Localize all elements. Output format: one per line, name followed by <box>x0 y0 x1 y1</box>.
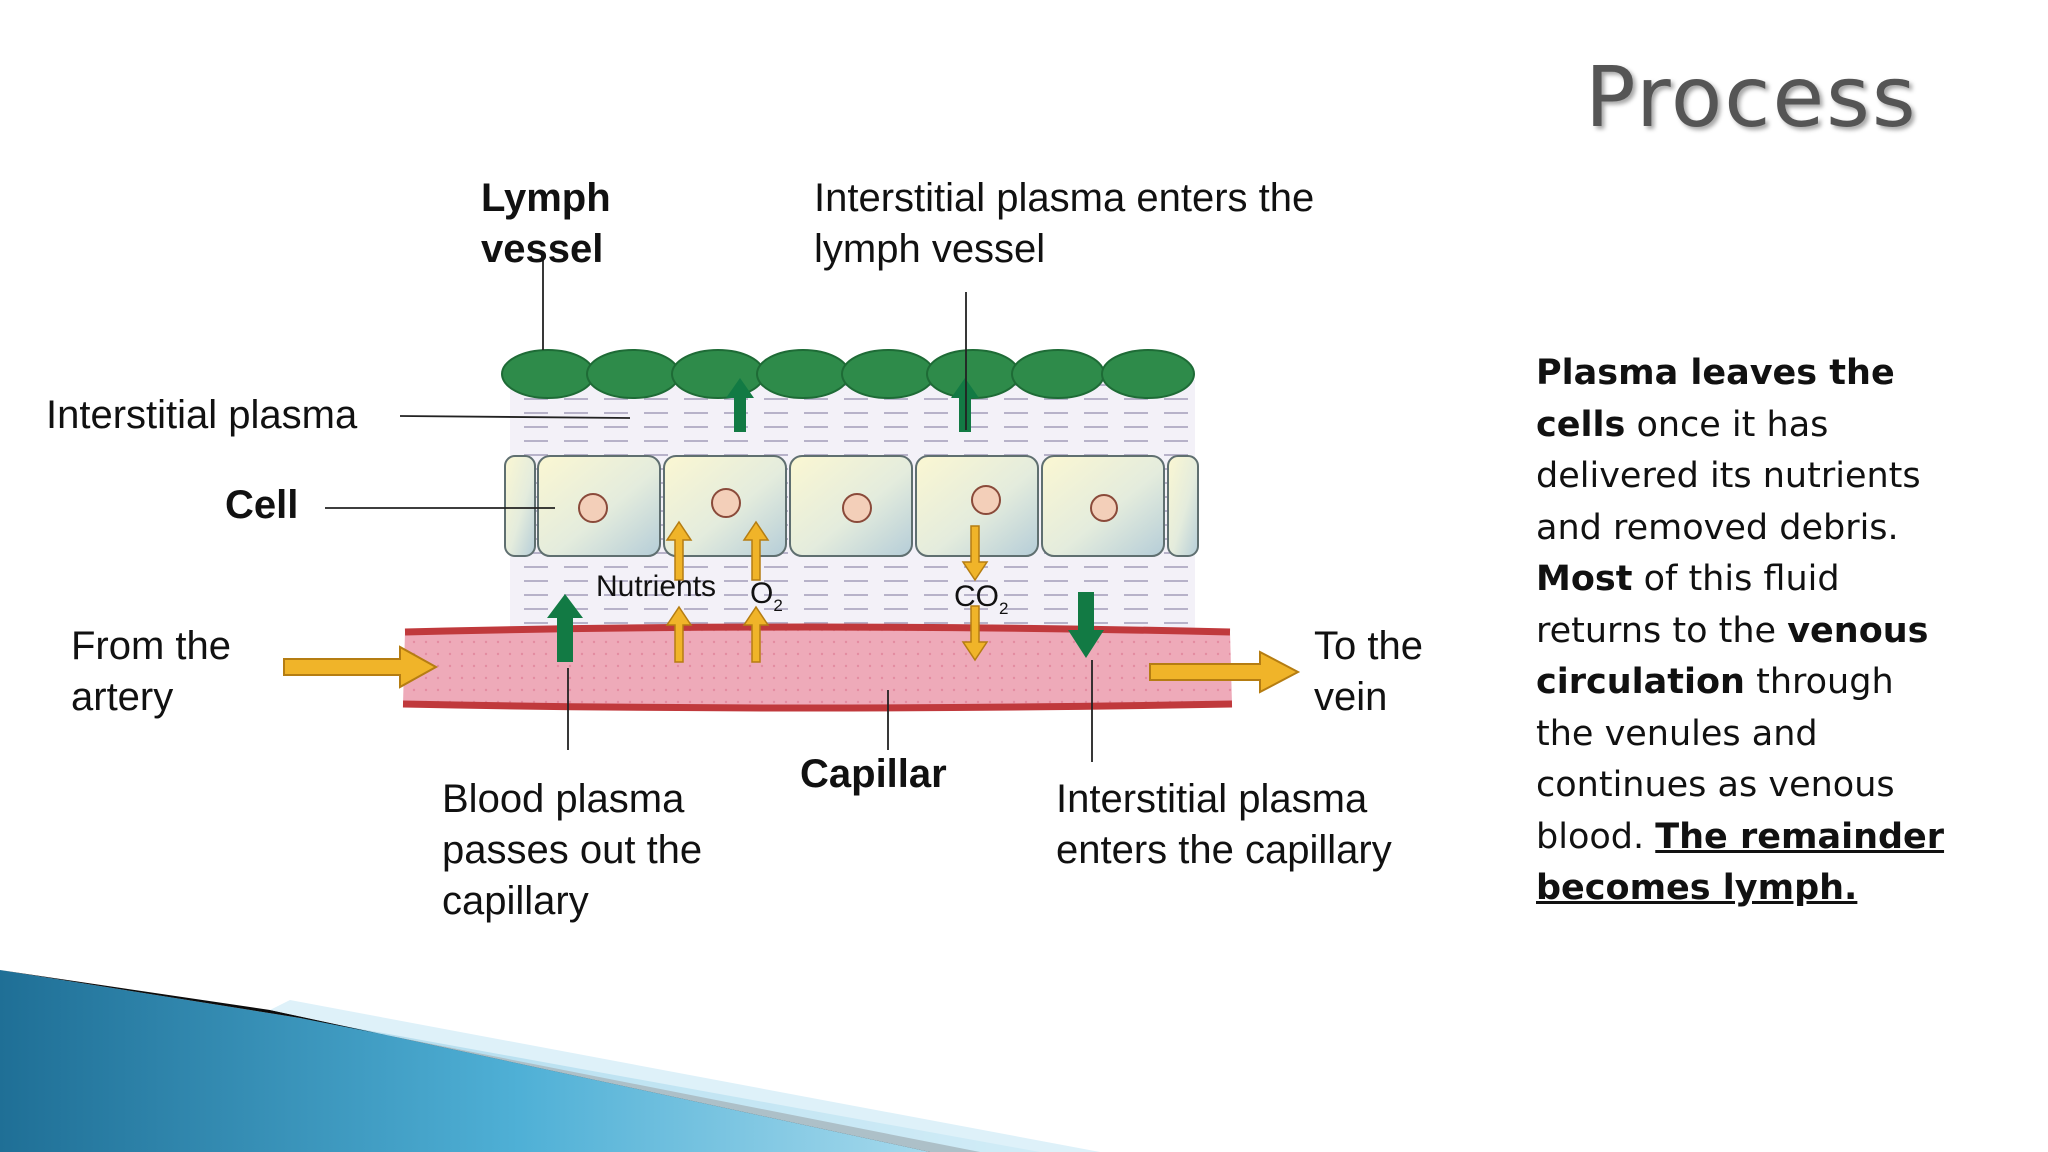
label-lymph-vessel-line2: vessel <box>481 227 604 271</box>
label-o2-subscript: 2 <box>773 596 783 615</box>
label-blood-plasma-line1: Blood plasma <box>442 777 685 821</box>
label-enters-capillary-line1: Interstitial plasma <box>1056 777 1368 821</box>
side-p2-bold2: venous circulation <box>1536 610 1929 703</box>
capillary <box>402 623 1233 712</box>
label-to-vein-line1: To the <box>1314 624 1423 668</box>
label-from-artery: From the artery <box>71 621 231 723</box>
label-co2-subscript: 2 <box>999 599 1009 618</box>
light-swoosh <box>270 1000 1100 1152</box>
label-o2: O2 <box>750 577 783 616</box>
label-o2-text: O <box>750 577 774 610</box>
label-co2-text: CO <box>954 580 999 613</box>
side-explanation: Plasma leaves the cells once it has deli… <box>1536 348 1956 915</box>
label-interstitial-plasma: Interstitial plasma <box>46 393 358 437</box>
label-to-vein-line2: vein <box>1314 675 1388 719</box>
label-cell: Cell <box>225 483 299 527</box>
lymph-vessel <box>501 349 1195 399</box>
label-blood-plasma-line2: passes out the <box>442 828 703 872</box>
green-arrows <box>547 378 1104 662</box>
side-p3-underline: The remainder becomes lymph. <box>1536 816 1945 909</box>
label-enters-capillary: Interstitial plasma enters the capillary <box>1056 774 1392 876</box>
label-to-vein: To the vein <box>1314 621 1423 723</box>
label-nutrients: Nutrients <box>596 570 717 603</box>
flow-arrows <box>283 645 1301 694</box>
side-p2-rest: of this fluid returns to the <box>1536 559 1840 651</box>
slide-title: Process <box>1585 48 1918 146</box>
side-p1-bold: Plasma leaves the cells <box>1536 353 1895 445</box>
leader-lines <box>325 258 1093 762</box>
label-enters-capillary-line2: enters the capillary <box>1056 828 1392 872</box>
exchange-arrows <box>665 520 989 663</box>
side-p2-bold: Most <box>1536 559 1633 599</box>
side-p2-rest2: through the venules and continues as ven… <box>1536 662 1895 857</box>
label-from-artery-line2: artery <box>71 675 174 719</box>
label-lymph-vessel-line1: Lymph <box>481 176 611 220</box>
cell-row <box>504 455 1199 557</box>
label-co2: CO2 <box>954 580 1008 619</box>
label-lymph-vessel: Lymph vessel <box>481 173 611 275</box>
label-blood-plasma-line3: capillary <box>442 879 589 923</box>
label-from-artery-line1: From the <box>71 624 232 668</box>
label-enters-lymph-line1: Interstitial plasma enters the <box>814 176 1315 220</box>
label-blood-plasma: Blood plasma passes out the capillary <box>442 774 702 927</box>
label-capillar: Capillar <box>800 752 947 796</box>
label-enters-lymph-line2: lymph vessel <box>814 227 1046 271</box>
label-enters-lymph: Interstitial plasma enters the lymph ves… <box>814 173 1314 275</box>
side-p1-rest: once it has delivered its nutrients and … <box>1536 404 1921 548</box>
